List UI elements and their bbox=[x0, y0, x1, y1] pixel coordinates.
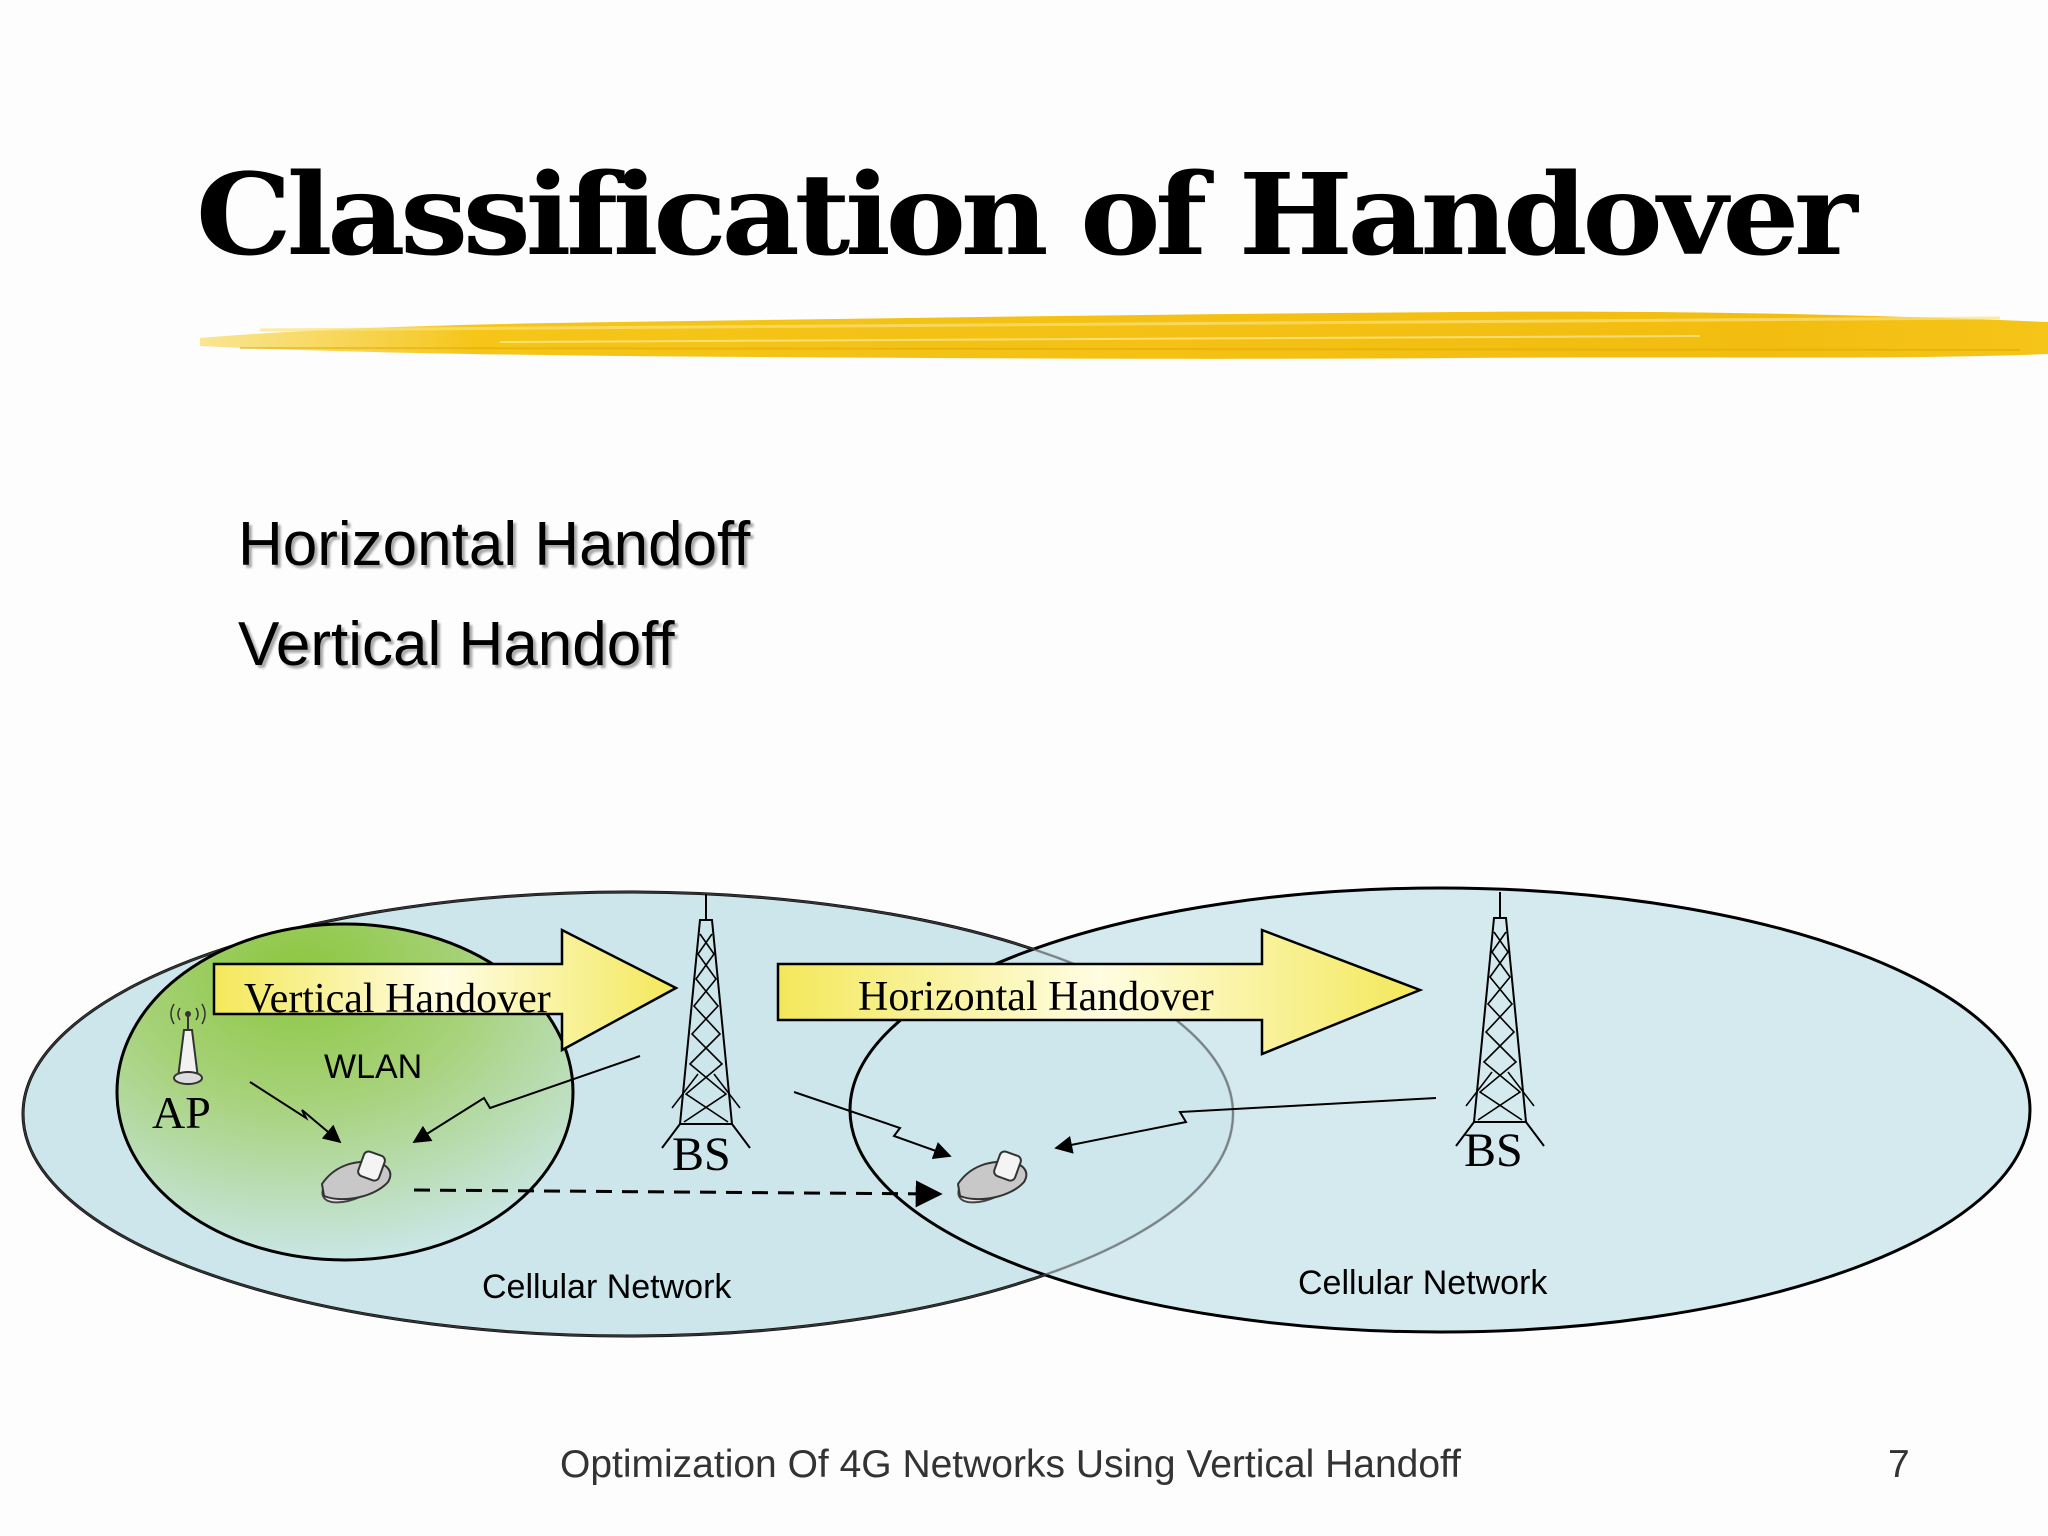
slide-footer: Optimization Of 4G Networks Using Vertic… bbox=[560, 1443, 1461, 1486]
left-bs-label: BS bbox=[672, 1128, 731, 1181]
wlan-label: WLAN bbox=[324, 1048, 422, 1086]
left-cellular-network-label: Cellular Network bbox=[482, 1268, 732, 1306]
right-bs-label: BS bbox=[1464, 1124, 1523, 1177]
horizontal-handover-label: Horizontal Handover bbox=[858, 974, 1214, 1020]
mobility-dashed-arrow bbox=[413, 1180, 943, 1208]
signal-left-bs-to-phone bbox=[412, 1055, 641, 1143]
handover-diagram: Vertical Handover Horizontal Handover AP… bbox=[21, 886, 2032, 1338]
signal-right-bs-to-phone bbox=[1054, 1097, 1437, 1154]
bullet-horizontal-handoff: Horizontal Handoff bbox=[238, 510, 751, 579]
vertical-handover-arrow bbox=[212, 927, 679, 1053]
title-underline-brush bbox=[200, 311, 2048, 359]
bullet-vertical-handoff: Vertical Handoff bbox=[238, 610, 675, 679]
vertical-handover-label: Vertical Handover bbox=[244, 976, 551, 1022]
bullet-list: Horizontal Handoff Vertical Handoff bbox=[238, 495, 750, 695]
signal-left-bs-to-right-phone bbox=[793, 1091, 952, 1160]
page-number: 7 bbox=[1888, 1443, 1910, 1486]
slide-title: Classification of Handover bbox=[195, 150, 1858, 281]
ap-label: AP bbox=[152, 1087, 211, 1138]
signal-ap-to-phone bbox=[249, 1081, 342, 1144]
access-point-icon bbox=[170, 1003, 206, 1085]
right-cellular-network-label: Cellular Network bbox=[1298, 1264, 1548, 1302]
horizontal-handover-arrow bbox=[776, 928, 1424, 1056]
